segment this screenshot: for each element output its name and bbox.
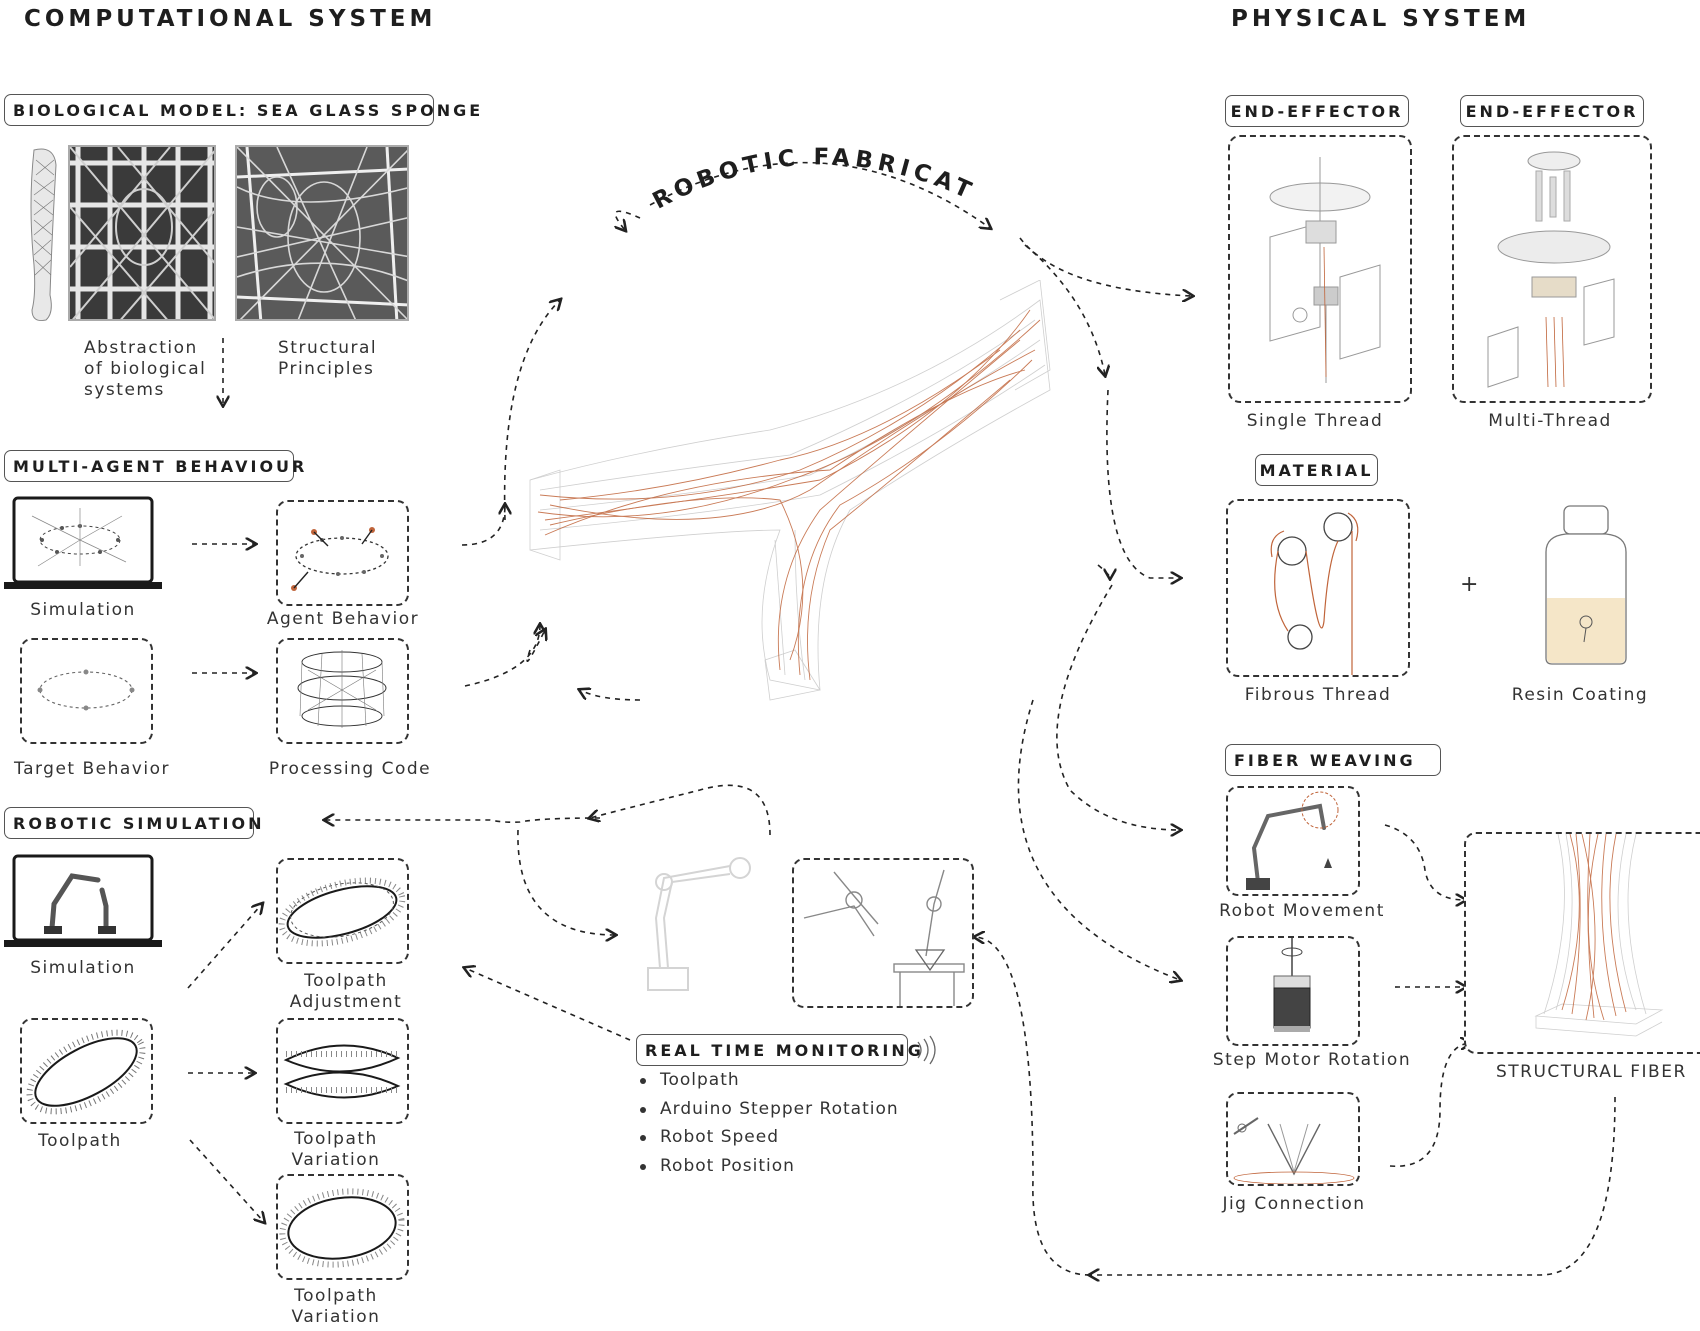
robot-to-roboticsim-arrow	[325, 818, 601, 822]
toolpath-adjustment-caption: Toolpath Adjustment	[289, 971, 403, 1012]
resin-coating-caption: Resin Coating	[1511, 685, 1649, 705]
multi-thread-caption: Multi-Thread	[1488, 411, 1612, 431]
center-to-stepmotor-arrow	[1017, 699, 1180, 980]
arc-top-left	[615, 210, 641, 230]
toolpath-adjustment-box	[276, 858, 409, 964]
structural-fiber-caption: STRUCTURAL FIBER	[1496, 1062, 1687, 1082]
end-effector-1-label: END-EFFECTOR	[1225, 95, 1409, 127]
multi-agent-simulation-caption: Simulation	[30, 600, 136, 620]
robot-movement-box	[1226, 786, 1360, 896]
jig-connection-caption: Jig Connection	[1222, 1194, 1366, 1214]
single-thread-box	[1228, 135, 1412, 403]
material-plus: +	[1460, 572, 1480, 597]
processing-code-caption: Processing Code	[268, 759, 432, 779]
robotic-simulation-laptop-icon	[4, 854, 162, 947]
agent-behavior-caption: Agent Behavior	[266, 609, 420, 629]
robot-movement-caption: Robot Movement	[1219, 901, 1385, 921]
toolpath-box	[20, 1018, 153, 1124]
monitoring-item: Toolpath	[636, 1066, 899, 1095]
single-thread-caption: Single Thread	[1246, 411, 1384, 431]
real-time-monitoring-label: REAL TIME MONITORING	[636, 1034, 921, 1066]
monitoring-item: Robot Speed	[636, 1123, 899, 1152]
robot-arm-faded-illustration	[647, 857, 751, 991]
arc-top	[649, 161, 990, 228]
fibrous-thread-caption: Fibrous Thread	[1244, 685, 1392, 705]
center-to-material-arrow	[1106, 389, 1180, 578]
monitoring-item: Arduino Stepper Rotation	[636, 1095, 899, 1124]
robotic-simulation-caption: Simulation	[30, 958, 136, 978]
structural-principles-caption: Structural Principles	[278, 338, 378, 379]
toolpath-variation-2-box	[276, 1174, 409, 1280]
physical-system-title: PHYSICAL SYSTEM	[1231, 6, 1531, 32]
monitor-to-toolpath-arrow	[465, 968, 631, 1041]
agent-to-center-arrow	[461, 505, 505, 546]
robot-setup-photo-box	[792, 858, 974, 1008]
fiber-weaving-label: FIBER WEAVING	[1225, 744, 1441, 776]
sponge-lattice-photo	[68, 145, 216, 321]
robotic-simulation-label: ROBOTIC SIMULATION	[4, 807, 261, 839]
toolpath-variation-1-box	[276, 1018, 409, 1124]
code-to-center-arrow	[464, 625, 540, 687]
agent-behavior-box	[276, 500, 409, 606]
biological-model-label: BIOLOGICAL MODEL: SEA GLASS SPONGE	[4, 94, 480, 126]
toolpath-variation-1-caption: Toolpath Variation	[291, 1129, 381, 1170]
monitoring-item: Robot Position	[636, 1152, 899, 1181]
arc-left-upper	[503, 300, 560, 521]
robotmove-to-fiber-arrow	[1384, 824, 1465, 900]
material-label: MATERIAL	[1255, 454, 1378, 486]
toolpath-caption: Toolpath	[38, 1131, 122, 1151]
computational-system-title: COMPUTATIONAL SYSTEM	[24, 6, 437, 32]
return-up-arrow	[975, 937, 1091, 1276]
target-behavior-caption: Target Behavior	[14, 759, 170, 779]
simulation-laptop-icon	[4, 496, 162, 589]
fiber-structure-render	[529, 280, 1051, 701]
left-of-fibrous-arrow	[1097, 564, 1110, 578]
fiber-return-arrow	[1090, 1096, 1616, 1275]
step-motor-box	[1226, 936, 1360, 1046]
arc-right	[1024, 244, 1105, 375]
target-behavior-box	[20, 638, 153, 744]
processing-code-box	[276, 638, 409, 744]
center-to-sim-arrow	[590, 784, 771, 836]
monitoring-list: Toolpath Arduino Stepper Rotation Robot …	[636, 1066, 899, 1180]
sponge-structure-photo	[235, 145, 409, 321]
structural-fiber-box	[1464, 832, 1700, 1054]
robotic-fabrication-title: ROBOTIC FABRICATION	[600, 120, 974, 215]
jig-connection-box	[1226, 1092, 1360, 1186]
jig-to-fiber-arrow	[1389, 1043, 1470, 1167]
center-to-robotmove-arrow	[1056, 584, 1180, 830]
fibrous-thread-box	[1226, 499, 1410, 677]
multi-agent-behaviour-label: MULTI-AGENT BEHAVIOUR	[4, 450, 304, 482]
toolpath-to-variation2-arrow	[189, 1139, 264, 1222]
signal-waves-icon	[917, 1035, 936, 1065]
end-effector-2-label: END-EFFECTOR	[1460, 95, 1644, 127]
step-motor-caption: Step Motor Rotation	[1212, 1050, 1412, 1070]
sponge-specimen-illustration	[30, 148, 57, 321]
svg-text:ROBOTIC FABRICATION: ROBOTIC FABRICATION	[600, 120, 979, 215]
robotic-fabrication-arc-title: ROBOTIC FABRICATION	[600, 120, 979, 215]
resin-bottle-illustration	[1545, 505, 1627, 665]
abstraction-caption: Abstraction of biological systems	[84, 338, 207, 400]
toolpath-variation-2-caption: Toolpath Variation	[291, 1286, 381, 1327]
roboticsim-to-robot-arrow	[517, 829, 615, 935]
multi-thread-box	[1452, 135, 1652, 403]
sim-to-adjustment-arrow	[187, 904, 262, 989]
